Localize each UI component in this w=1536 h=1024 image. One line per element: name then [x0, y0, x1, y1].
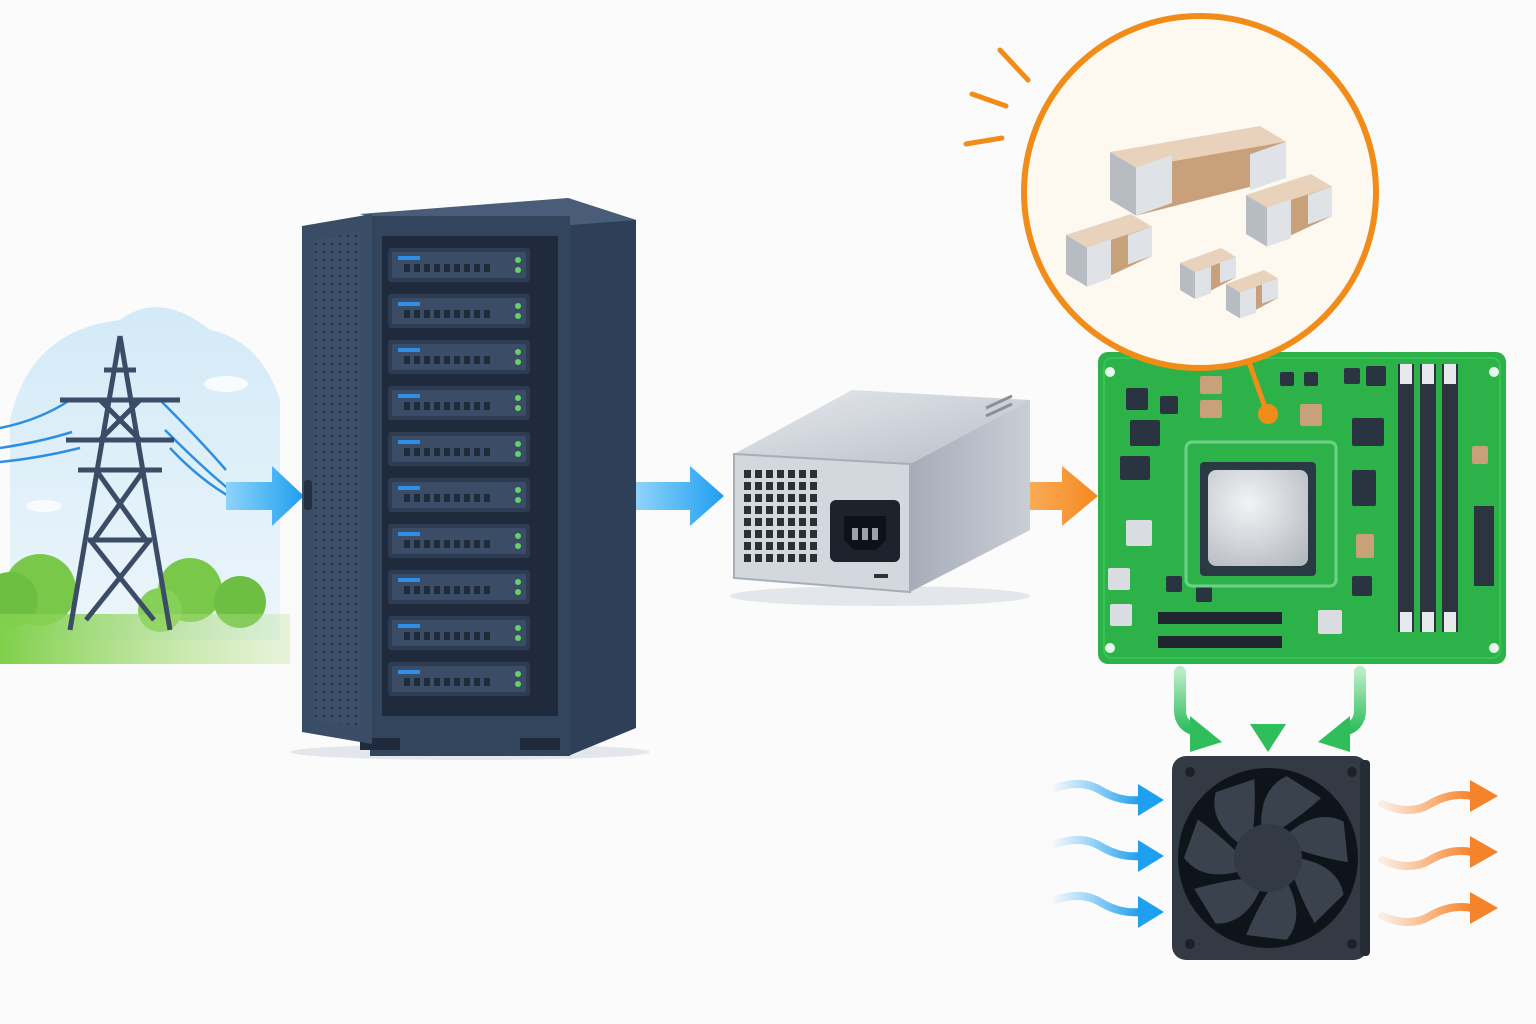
fan-blade [1292, 858, 1344, 924]
server-unit [388, 616, 530, 650]
fan-blade [1286, 816, 1348, 863]
flow-arrows-board-to-fan [1174, 666, 1366, 736]
capacitor-icon [1066, 214, 1152, 287]
cpu-socket [1184, 440, 1338, 588]
capacitor-icon [1246, 174, 1332, 247]
power-supply-icon [730, 390, 1030, 606]
ac-power-socket-icon [830, 500, 900, 562]
pcb-component [1318, 610, 1342, 634]
pcb-component [1356, 534, 1374, 558]
pcb-component [1126, 388, 1148, 410]
pcb-component [1352, 576, 1372, 596]
fan-icon [1172, 756, 1370, 960]
flow-arrow-psu-to-board [1008, 466, 1098, 526]
pcb-component [1160, 396, 1178, 414]
highlight-rays [963, 47, 1031, 147]
server-unit [388, 570, 530, 604]
pcb-component [1120, 456, 1150, 480]
power-grid [0, 307, 290, 664]
pcb-component [1352, 470, 1376, 506]
capacitor-zoom-callout [963, 13, 1379, 424]
airflow-out-arrows [1378, 780, 1498, 926]
expansion-slots [1158, 612, 1282, 648]
motherboard-icon [1098, 352, 1506, 664]
pcb-component [1344, 368, 1360, 384]
airflow-in-arrow [1046, 780, 1164, 816]
flow-arrow-rack-to-psu [636, 466, 724, 526]
airflow-in-arrow [1046, 892, 1164, 928]
cpu-chip-icon [1208, 470, 1308, 566]
capacitor-icon [1110, 126, 1286, 216]
server-rack-icon [290, 198, 650, 760]
pcb-component [1126, 520, 1152, 546]
server-unit [388, 340, 530, 374]
airflow-in-arrows [1046, 780, 1164, 928]
fan-blade [1261, 776, 1322, 831]
pcb-component [1110, 604, 1132, 626]
ram-slots [1398, 364, 1458, 632]
fan-blades [1184, 776, 1348, 940]
server-unit [388, 478, 530, 512]
pcb-component [1300, 404, 1322, 426]
pcb-components [1108, 366, 1488, 634]
airflow-out-arrow [1378, 836, 1498, 870]
flow-arrow-grid-to-rack [226, 466, 304, 526]
rack-door [302, 214, 372, 744]
fan-blade [1246, 881, 1297, 940]
fan-blade [1184, 819, 1241, 875]
server-unit [388, 294, 530, 328]
pcb-component [1366, 366, 1386, 386]
capacitor-icons [1066, 126, 1332, 319]
pcb-component [1200, 400, 1222, 418]
fan-blade [1214, 779, 1255, 845]
pcb-component [1130, 420, 1160, 446]
server-unit [388, 662, 530, 696]
airflow-in-arrow [1046, 836, 1164, 872]
pcb-component [1196, 586, 1212, 602]
fan-blade [1194, 878, 1262, 924]
pcb-component [1352, 418, 1384, 446]
server-units [388, 248, 530, 696]
capacitor-icon [1226, 270, 1278, 319]
psu-vent-grille [744, 470, 817, 562]
server-unit [388, 524, 530, 558]
pcb-mounting-holes [1105, 367, 1499, 653]
pcb-component [1472, 446, 1488, 464]
airflow-out-arrow [1378, 892, 1498, 926]
pcb-component [1108, 568, 1130, 590]
transmission-tower-icon [60, 335, 180, 631]
server-unit [388, 432, 530, 466]
pcb-component [1280, 372, 1294, 386]
pcb-component [1200, 376, 1222, 394]
pcb-component [1166, 576, 1182, 592]
airflow-out-arrow [1378, 780, 1498, 814]
pcb-component [1304, 372, 1318, 386]
server-unit [388, 248, 530, 282]
server-unit [388, 386, 530, 420]
capacitor-icon [1180, 248, 1236, 299]
